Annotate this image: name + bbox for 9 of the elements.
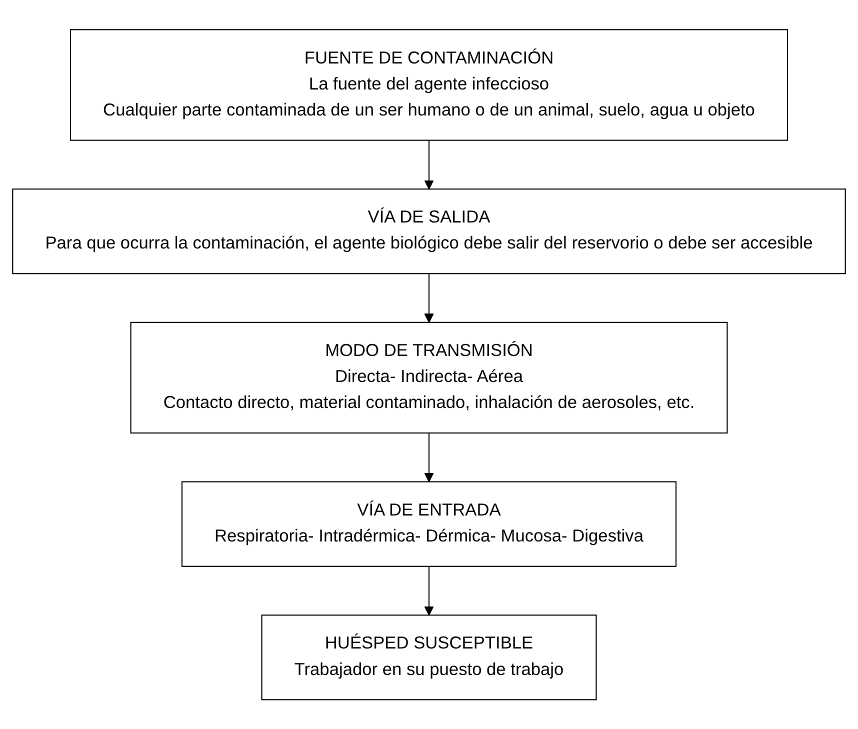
arrow <box>424 273 434 323</box>
arrow <box>424 432 434 482</box>
node-box: HUÉSPED SUSCEPTIBLE Trabajador en su puesto de trabajo <box>261 614 597 700</box>
node-box: FUENTE DE CONTAMINACIÓN La fuente del agente infeccioso Cualquier parte contaminada de un ser humano o de un animal, suelo, agua u objeto <box>70 28 788 141</box>
arrow <box>424 566 434 616</box>
node-box: VÍA DE ENTRADA Respiratoria- Intradérmica- Dérmica- Mucosa- Digestiva <box>181 481 677 567</box>
node-box: VÍA DE SALIDA Para que ocurra la contaminación, el agente biológico debe salir del reservorio o debe ser accesible <box>12 188 846 274</box>
node-box: MODO DE TRANSMISIÓN Directa- Indirecta- Aérea Contacto directo, material contaminado, inhalación de aerosoles, etc. <box>130 322 728 434</box>
arrow <box>424 140 434 190</box>
